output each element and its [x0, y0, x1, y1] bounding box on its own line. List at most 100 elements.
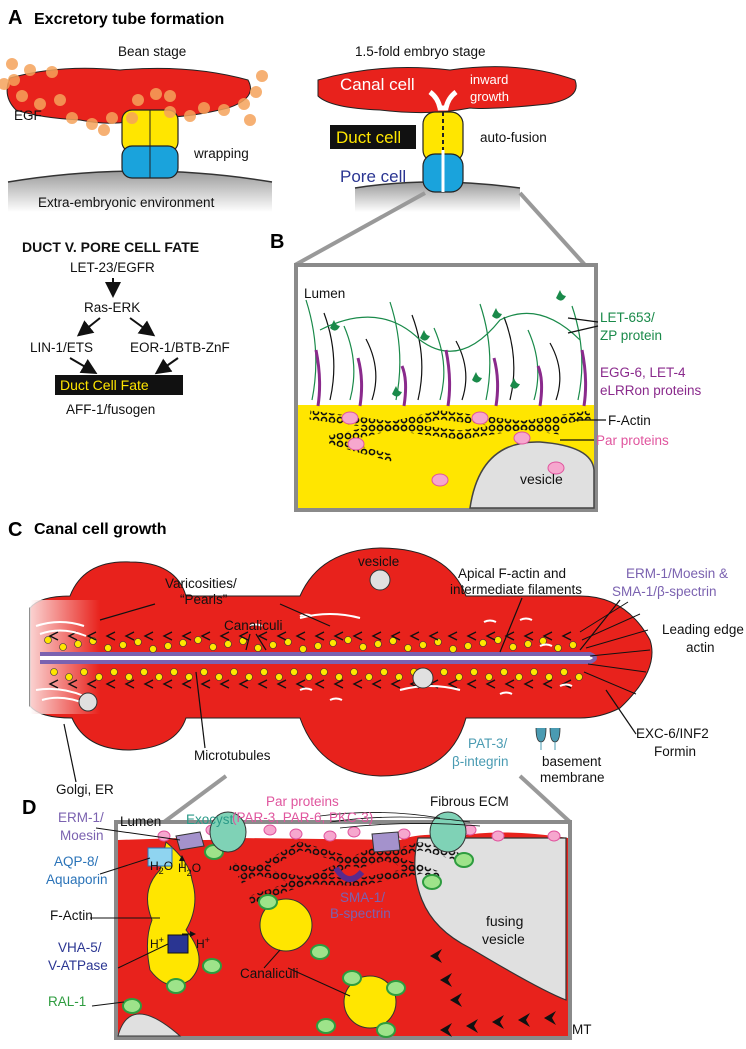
let653-label-1: LET-653/	[600, 310, 655, 325]
varicosities-label-2: “Pearls”	[180, 592, 227, 607]
zp-fiber	[411, 314, 423, 401]
par-dot	[347, 826, 361, 838]
par-protein-dots	[341, 411, 565, 487]
basement-label-1: basement	[542, 754, 602, 769]
zp-dot	[556, 290, 566, 301]
mt-arrow	[428, 631, 439, 641]
ral1-dot	[342, 970, 362, 986]
panel-a-title: Excretory tube formation	[34, 11, 224, 28]
ral1-label: RAL-1	[48, 994, 86, 1009]
white-dash	[499, 691, 513, 695]
spectrin-shape	[333, 866, 365, 882]
par-dot	[323, 830, 337, 842]
elrron-filament	[400, 365, 408, 407]
egg6-label-1: EGG-6, LET-4	[600, 365, 686, 380]
leading-edge-actin	[579, 601, 651, 695]
panel-b-letter: B	[270, 231, 284, 253]
egf-label: EGF	[14, 108, 42, 123]
mt-label: MT	[572, 1022, 592, 1037]
canaliculus-dot	[254, 644, 262, 652]
elrron-filament	[314, 349, 322, 407]
mt-arrow	[200, 679, 211, 689]
par-dot	[157, 830, 171, 842]
mt-arrow	[143, 631, 154, 641]
apical-label-1: Apical F-actin and	[458, 566, 566, 581]
canaliculus-dot	[149, 645, 157, 653]
mt-arrow	[219, 679, 230, 689]
mt-arrow	[542, 631, 553, 641]
egf-dot	[24, 64, 36, 76]
exc6-label-1: EXC-6/INF2	[636, 726, 709, 741]
mt-arrow	[542, 679, 553, 689]
mt-arrow	[561, 631, 572, 641]
canaliculi-dots	[44, 636, 583, 681]
mt-arrow	[200, 631, 211, 641]
ral1-dot	[310, 944, 330, 960]
fold-stage-diagram: Canal cell inward growth Duct cell auto-…	[317, 66, 577, 212]
mt-arrowhead	[440, 1023, 452, 1037]
mt-arrow	[466, 631, 477, 641]
canaliculus-dot	[449, 645, 457, 653]
duct-fate-node: Duct Cell Fate	[60, 377, 149, 393]
white-dash	[539, 643, 553, 647]
mt-arrow	[485, 679, 496, 689]
central-lumen	[40, 652, 597, 664]
white-dash	[483, 619, 497, 623]
mt-arrowhead	[440, 973, 452, 987]
panel-c-letter: C	[8, 519, 22, 541]
h2o-left: H2O	[150, 859, 173, 876]
erm-label-1: ERM-1/Moesin &	[626, 566, 728, 581]
canaliculus-dot	[284, 638, 292, 646]
golgi-er	[35, 613, 461, 705]
fusing-label-1: fusing	[486, 913, 523, 929]
factin-label: F-Actin	[608, 413, 651, 428]
eor1-node: EOR-1/BTB-ZnF	[130, 340, 230, 355]
canaliculus-dot	[95, 673, 103, 681]
par-dot	[547, 461, 565, 475]
egf-dot	[250, 86, 262, 98]
white-dash	[329, 697, 343, 701]
mt-arrow	[67, 631, 78, 641]
leading-edge-label-2: actin	[686, 640, 715, 655]
zp-fiber	[433, 327, 445, 401]
mt-arrow	[523, 679, 534, 689]
fate-pathway: DUCT V. PORE CELL FATE LET-23/EGFR Ras-E…	[22, 239, 230, 417]
canaliculus-dot	[344, 636, 352, 644]
canaliculus-dot	[155, 673, 163, 681]
mt-arrow	[67, 679, 78, 689]
canal-cell-fold	[317, 66, 577, 114]
mt-arrow	[314, 679, 325, 689]
mt-arrow	[333, 679, 344, 689]
canaliculus-dot	[509, 643, 517, 651]
canaliculus-dot	[395, 673, 403, 681]
canaliculus-dot	[494, 636, 502, 644]
egf-dots	[0, 58, 268, 136]
aff1-node: AFF-1/fusogen	[66, 402, 155, 417]
canaliculus-dot	[179, 639, 187, 647]
panel-d-letter: D	[22, 797, 36, 819]
pore-cell-label: Pore cell	[340, 167, 406, 186]
basement-label-2: membrane	[540, 770, 605, 785]
canaliculus-dot	[119, 641, 127, 649]
duct-cell-label: Duct cell	[336, 128, 401, 147]
canaliculus-dot	[515, 673, 523, 681]
canaliculus-dot	[470, 668, 478, 676]
ral1-dot	[166, 978, 186, 994]
canaliculus-dot	[419, 641, 427, 649]
panel-b-vesicle	[469, 441, 595, 509]
zp-dot	[510, 378, 520, 389]
fusing-label-2: vesicle	[482, 931, 525, 947]
d-actin-network	[229, 841, 472, 904]
mt-arrow	[352, 679, 363, 689]
egf-dot	[106, 112, 118, 124]
mt-arrow	[48, 631, 59, 641]
mt-arrow	[390, 679, 401, 689]
mt-arrows	[430, 949, 556, 1037]
zp-fiber	[343, 325, 355, 401]
mt-arrow	[485, 631, 496, 641]
canaliculus-dot	[560, 668, 568, 676]
golgi-label: Golgi, ER	[56, 782, 114, 797]
egg6-label-2: eLRRon proteins	[600, 383, 702, 398]
egf-dot	[164, 106, 176, 118]
ras-erk-node: Ras-ERK	[84, 300, 140, 315]
